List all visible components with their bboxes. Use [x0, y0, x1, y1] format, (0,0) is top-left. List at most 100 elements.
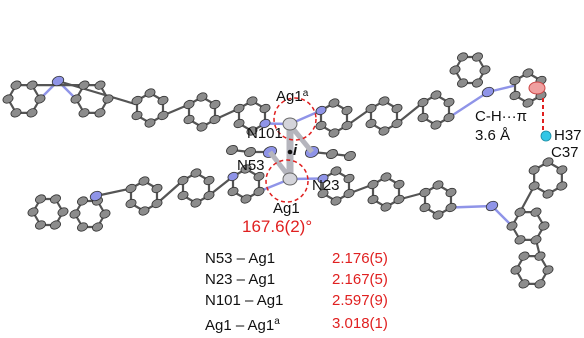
carbon-atom — [326, 149, 338, 159]
carbon-atom — [430, 120, 442, 130]
bond — [155, 179, 185, 205]
atom-ellipsoids — [2, 52, 568, 289]
carbon-atom — [77, 222, 88, 232]
carbon-atom — [177, 175, 189, 186]
carbon-atom — [380, 202, 392, 212]
carbon-atom — [253, 186, 265, 197]
atom-labels: Ag1a N101 N53 N23 Ag1 i H37 C37 C-H···π … — [237, 88, 582, 236]
nitrogen-atom — [51, 75, 65, 87]
n23-label: N23 — [312, 177, 340, 194]
carbon-atom — [506, 221, 518, 231]
carbon-atom — [57, 207, 69, 217]
carbon-atom — [35, 220, 46, 230]
carbon-atom — [393, 194, 405, 205]
carbon-atom — [50, 194, 61, 204]
carbon-atom — [50, 220, 61, 230]
carbon-atom — [125, 183, 137, 194]
carbon-atom — [419, 187, 431, 198]
carbon-atom — [367, 179, 379, 190]
carbon-atom — [34, 94, 46, 104]
carbon-atom — [472, 52, 483, 62]
bond-name-superscript: a — [274, 316, 280, 327]
carbon-atom — [528, 165, 540, 175]
ag1-highlight-circle — [265, 159, 309, 203]
n53-label: N53 — [237, 157, 265, 174]
carbon-atom — [233, 103, 245, 114]
carbon-atom — [417, 97, 429, 108]
carbon-atom — [330, 196, 342, 206]
carbon-atom — [203, 190, 215, 201]
ch-pi-label: C-H···π — [475, 108, 527, 125]
carbon-atom — [522, 98, 534, 108]
carbon-atom — [542, 157, 554, 167]
nitrogen-atom — [227, 171, 239, 182]
carbon-atom — [138, 176, 150, 186]
carbon-atom — [253, 171, 265, 182]
nitrogen-atom — [89, 190, 103, 202]
carbon-atom — [240, 164, 252, 174]
carbon-atom — [259, 103, 271, 114]
carbon-atom — [209, 114, 221, 125]
carbon-atom — [151, 198, 163, 209]
bond-name-text: Ag1 – Ag1 — [205, 317, 275, 334]
carbon-atom — [534, 251, 546, 261]
carbon-atom — [419, 202, 431, 213]
nitrogen-atom — [317, 173, 329, 184]
carbon-atom — [378, 126, 390, 136]
carbon-atom — [10, 108, 22, 118]
n-ag-n-angle: 167.6(2)° — [242, 217, 312, 236]
bond-length-value: 3.018(1) — [332, 315, 388, 332]
bond-name: N53 – Ag1 — [205, 248, 332, 269]
carbon-atom — [528, 181, 540, 191]
c37-label: C37 — [551, 144, 579, 161]
carbon-atom — [246, 126, 258, 136]
carbon-atom — [144, 88, 156, 98]
carbon-atom — [430, 90, 442, 100]
carbon-atom — [99, 209, 111, 219]
carbon-atom — [190, 168, 202, 178]
carbon-atom — [157, 110, 169, 121]
carbon-atom — [534, 279, 546, 289]
carbon-atom — [203, 175, 215, 186]
carbon-atom — [125, 198, 137, 209]
carbon-atom — [510, 265, 522, 275]
carbon-atom — [380, 172, 392, 182]
carbon-atom — [556, 181, 568, 191]
carbon-atom — [449, 65, 461, 75]
carbon-atom — [542, 189, 554, 199]
carbon-atom — [343, 173, 355, 184]
carbon-atom — [317, 188, 329, 199]
carbon-atom — [78, 80, 90, 90]
ag1-atom — [282, 172, 298, 186]
carbon-atom — [209, 99, 221, 110]
carbon-atom — [131, 110, 143, 121]
carbon-atom — [514, 207, 526, 217]
carbon-atom — [10, 80, 22, 90]
carbon-atom — [518, 279, 530, 289]
bond — [447, 90, 490, 119]
carbon-atom — [77, 196, 88, 206]
carbon-atom — [445, 202, 457, 213]
carbon-atom — [26, 80, 38, 90]
carbon-atom — [157, 95, 169, 106]
carbon-atom — [226, 145, 238, 155]
carbon-atom — [315, 120, 327, 131]
carbon-atom — [102, 94, 114, 104]
nitrogen-atom — [259, 118, 271, 129]
carbon-atom — [530, 235, 542, 245]
carbon-atom — [522, 68, 534, 78]
carbon-atom — [472, 78, 483, 88]
carbon-atom — [365, 103, 377, 114]
carbon-atom — [344, 151, 356, 161]
carbon-atom — [509, 75, 521, 86]
carbon-atom — [343, 188, 355, 199]
carbon-atom — [432, 210, 444, 220]
carbon-atom — [35, 194, 46, 204]
ch-pi-distance: 3.6 Å — [475, 127, 510, 144]
n101-label: N101 — [247, 125, 283, 142]
bond-name: Ag1 – Ag1a — [205, 311, 332, 336]
